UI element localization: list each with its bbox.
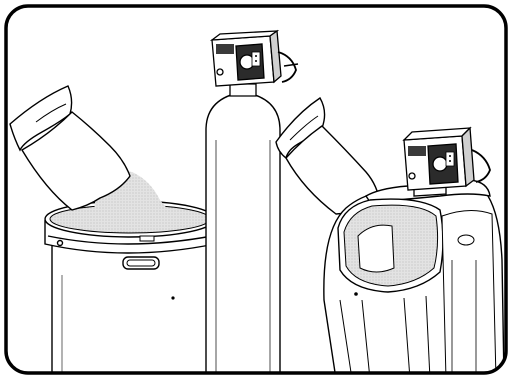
resin-tank: [206, 92, 280, 379]
cabinet-softener: [324, 180, 504, 379]
